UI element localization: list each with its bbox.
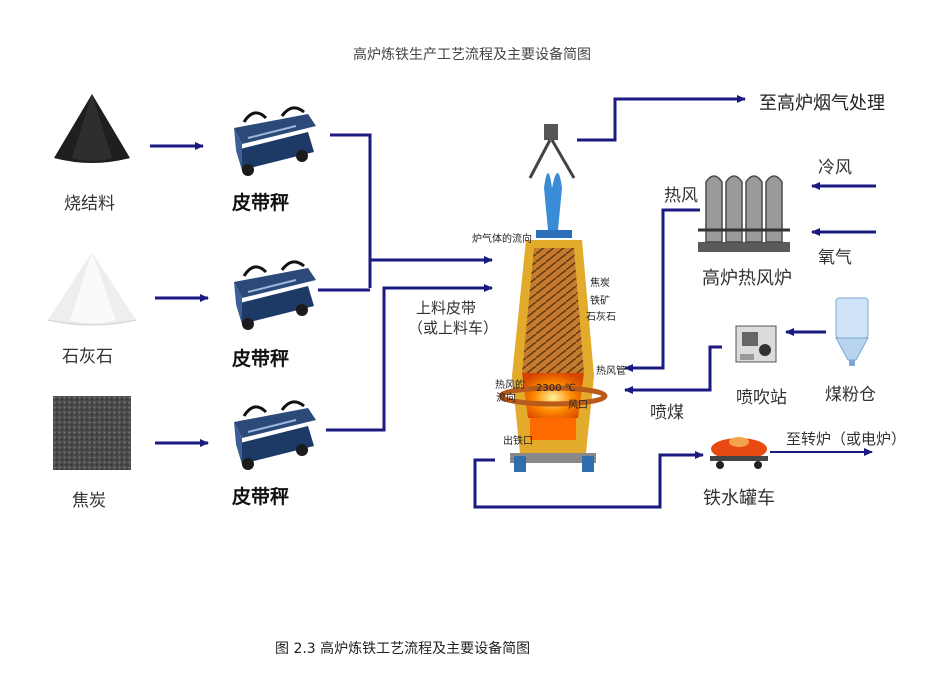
arrow-coal-injection <box>624 345 722 394</box>
label-cold-air: 冷风 <box>818 158 852 178</box>
label-to-gas-treatment: 至高炉烟气处理 <box>759 93 885 114</box>
label-hot-pipe: 热风管 <box>596 366 626 377</box>
label-hot-air-flow-1: 热风的 <box>495 380 525 391</box>
label-feeder-belt: 上料皮带 <box>416 299 477 317</box>
label-gas-flow: 炉气体的流向 <box>472 234 532 245</box>
label-belt-scale-3: 皮带秤 <box>232 486 290 508</box>
label-furnace-limestone: 石灰石 <box>586 312 616 323</box>
label-ladle: 铁水罐车 <box>703 488 775 509</box>
line-scale1 <box>330 133 372 288</box>
label-limestone: 石灰石 <box>62 347 113 367</box>
injection-station-image <box>735 325 777 363</box>
arrow-hot-air <box>624 208 700 372</box>
belt-scale-icon-1 <box>234 106 316 176</box>
label-to-converter: 至转炉（或电炉） <box>786 430 907 448</box>
hot-blast-stove-image <box>698 175 790 252</box>
belt-scale-icon-3 <box>234 400 316 470</box>
label-hot-air-flow-2: 流向 <box>496 393 516 404</box>
label-injection-station: 喷吹站 <box>736 388 787 408</box>
label-belt-scale-2: 皮带秤 <box>232 348 290 370</box>
label-hot-air: 热风 <box>664 186 698 206</box>
limestone-pile-image <box>47 252 137 326</box>
arrow-to-gas-treatment <box>577 95 746 142</box>
coal-bin-image <box>835 297 869 366</box>
coke-image <box>53 396 131 470</box>
label-coal-bin: 煤粉仓 <box>825 385 876 405</box>
ladle-car-image <box>710 437 768 469</box>
label-stove: 高炉热风炉 <box>702 268 792 289</box>
diagram-title: 高炉炼铁生产工艺流程及主要设备简图 <box>353 47 591 63</box>
label-coal-injection: 喷煤 <box>650 403 684 423</box>
label-feeder-car: （或上料车） <box>408 319 499 337</box>
label-furnace-coke: 焦炭 <box>590 278 610 289</box>
label-temperature: 2300 ℃ <box>536 383 576 394</box>
label-sinter: 烧结料 <box>64 194 115 214</box>
belt-scale-icon-2 <box>234 260 316 330</box>
figure-caption: 图 2.3 高炉炼铁工艺流程及主要设备简图 <box>275 641 531 657</box>
sinter-pile-image <box>54 94 130 163</box>
label-furnace-ore: 铁矿 <box>590 296 610 307</box>
label-tap-hole: 出铁口 <box>503 436 533 447</box>
label-tuyere: 风口 <box>568 400 588 411</box>
arrow-tapping <box>473 451 704 509</box>
arrow-to-furnace-2 <box>326 284 493 432</box>
label-coke: 焦炭 <box>72 491 106 511</box>
label-belt-scale-1: 皮带秤 <box>232 192 290 214</box>
blast-furnace-image <box>498 124 608 472</box>
label-oxygen: 氧气 <box>818 248 852 268</box>
